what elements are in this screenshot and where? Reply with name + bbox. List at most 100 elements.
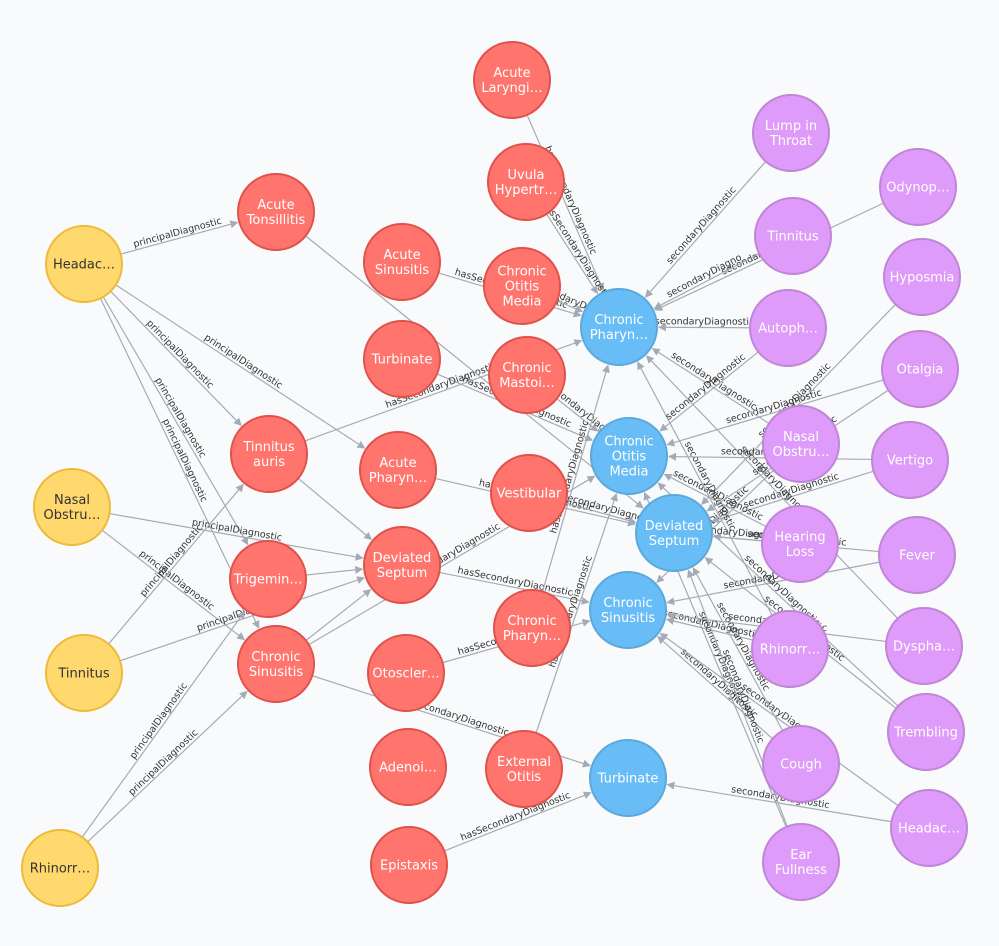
node-circle[interactable] (473, 41, 551, 119)
node-side[interactable]: Tinnitus (754, 197, 832, 275)
edge-line (81, 610, 246, 838)
node-circle[interactable] (761, 505, 839, 583)
node-circle[interactable] (490, 454, 568, 532)
node-circle[interactable] (879, 148, 957, 226)
node-circle[interactable] (363, 223, 441, 301)
node-circle[interactable] (237, 625, 315, 703)
node-circle[interactable] (752, 94, 830, 172)
node-circle[interactable] (363, 320, 441, 398)
node-diagnosis[interactable]: AcuteLaryngi… (473, 41, 551, 119)
node-symptom[interactable]: Rhinorr… (21, 829, 99, 907)
node-circle[interactable] (229, 540, 307, 618)
node-symptom[interactable]: Headac… (45, 225, 123, 303)
node-circle[interactable] (890, 789, 968, 867)
node-circle[interactable] (230, 415, 308, 493)
node-symptom[interactable]: NasalObstru… (33, 468, 111, 546)
node-side[interactable]: Headac… (890, 789, 968, 867)
node-secondary[interactable]: Turbinate (589, 739, 667, 817)
node-circle[interactable] (367, 634, 445, 712)
node-circle[interactable] (881, 330, 959, 408)
edge-line (305, 565, 364, 576)
node-circle[interactable] (21, 829, 99, 907)
node-circle[interactable] (751, 610, 829, 688)
node-diagnosis[interactable]: ChronicMastoi… (488, 336, 566, 414)
node-circle[interactable] (370, 826, 448, 904)
node-diagnosis[interactable]: Vestibular (490, 454, 568, 532)
node-side[interactable]: Fever (878, 516, 956, 594)
node-diagnosis[interactable]: Otoscler… (367, 634, 445, 712)
node-side[interactable]: Hyposmia (883, 238, 961, 316)
node-circle[interactable] (883, 238, 961, 316)
node-symptom[interactable]: Tinnitus (45, 634, 123, 712)
edge[interactable] (305, 565, 364, 576)
node-circle[interactable] (363, 526, 441, 604)
node-diagnosis[interactable]: ChronicPharyn… (493, 589, 571, 667)
node-circle[interactable] (488, 336, 566, 414)
edge-line (666, 379, 884, 447)
node-side[interactable]: Autoph… (749, 289, 827, 367)
node-circle[interactable] (45, 225, 123, 303)
node-circle[interactable] (589, 571, 667, 649)
node-diagnosis[interactable]: AcutePharyn… (359, 431, 437, 509)
node-circle[interactable] (589, 739, 667, 817)
node-circle[interactable] (878, 516, 956, 594)
node-circle[interactable] (359, 431, 437, 509)
edge-line (665, 617, 754, 641)
node-circle[interactable] (754, 197, 832, 275)
edge[interactable] (297, 477, 373, 541)
node-circle[interactable] (887, 693, 965, 771)
node-side[interactable]: Trembling (887, 693, 965, 771)
node-diagnosis[interactable]: Turbinate (363, 320, 441, 398)
edge[interactable]: secondaryDiagnostic (655, 316, 754, 332)
node-diagnosis[interactable]: Adenoi… (369, 728, 447, 806)
node-circle[interactable] (749, 289, 827, 367)
node-diagnosis[interactable]: Epistaxis (370, 826, 448, 904)
node-diagnosis[interactable]: UvulaHypertr… (487, 143, 565, 221)
edge[interactable]: principalDiagnostic (102, 296, 249, 546)
node-circle[interactable] (590, 417, 668, 495)
node-circle[interactable] (885, 607, 963, 685)
node-side[interactable]: Otalgia (881, 330, 959, 408)
node-circle[interactable] (635, 494, 713, 572)
node-side[interactable]: NasalObstru… (762, 405, 840, 483)
node-circle[interactable] (580, 288, 658, 366)
node-circle[interactable] (487, 143, 565, 221)
edge[interactable] (305, 589, 372, 641)
node-diagnosis[interactable]: Trigemin… (229, 540, 307, 618)
edge[interactable]: principalDiagnostic (120, 216, 239, 255)
node-circle[interactable] (369, 728, 447, 806)
node-circle[interactable] (45, 634, 123, 712)
node-circle[interactable] (871, 421, 949, 499)
node-circle[interactable] (483, 247, 561, 325)
node-side[interactable]: Vertigo (871, 421, 949, 499)
node-secondary[interactable]: ChronicPharyn… (580, 288, 658, 366)
edge[interactable] (305, 235, 644, 509)
node-circle[interactable] (493, 589, 571, 667)
node-circle[interactable] (237, 173, 315, 251)
node-side[interactable]: Odynop… (879, 148, 957, 226)
node-circle[interactable] (762, 823, 840, 901)
node-circle[interactable] (762, 405, 840, 483)
node-circle[interactable] (762, 725, 840, 803)
node-circle[interactable] (485, 730, 563, 808)
node-side[interactable]: Dyspha… (885, 607, 963, 685)
node-side[interactable]: Rhinorr… (751, 610, 829, 688)
edge-line (526, 114, 604, 292)
edge-line (444, 791, 592, 852)
node-circle[interactable] (33, 468, 111, 546)
node-side[interactable]: Cough (762, 725, 840, 803)
